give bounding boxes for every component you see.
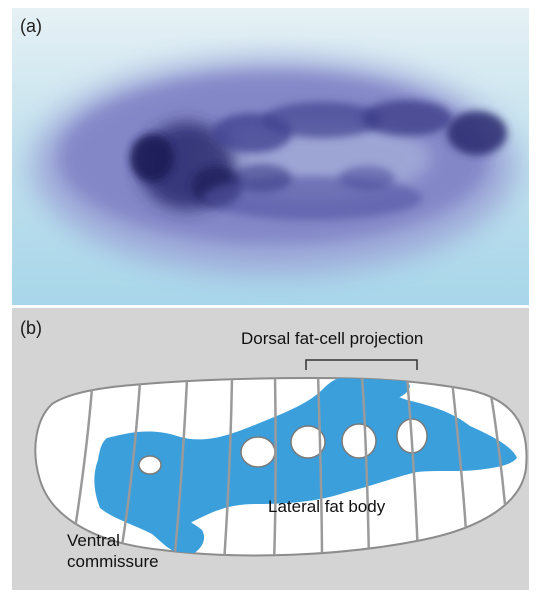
dorsal-bracket [306,360,417,370]
fat-body-hole [241,437,275,467]
dorsal-projection-label: Dorsal fat-cell projection [241,329,423,349]
ventral-commissure-label: Ventral commissure [67,530,207,572]
fat-body-hole [139,456,161,474]
stain-patch-right [447,111,507,155]
panel-a-photo: (a) [12,8,529,305]
embryo-photo-image [12,8,529,305]
fat-body-hole [342,424,376,458]
lateral-fat-body-label: Lateral fat body [268,497,385,517]
panel-b-label: (b) [20,318,42,339]
panel-b-diagram: (b) Dorsal fat-cell projection Lateral f… [12,308,529,590]
panel-a-label: (a) [20,16,42,37]
